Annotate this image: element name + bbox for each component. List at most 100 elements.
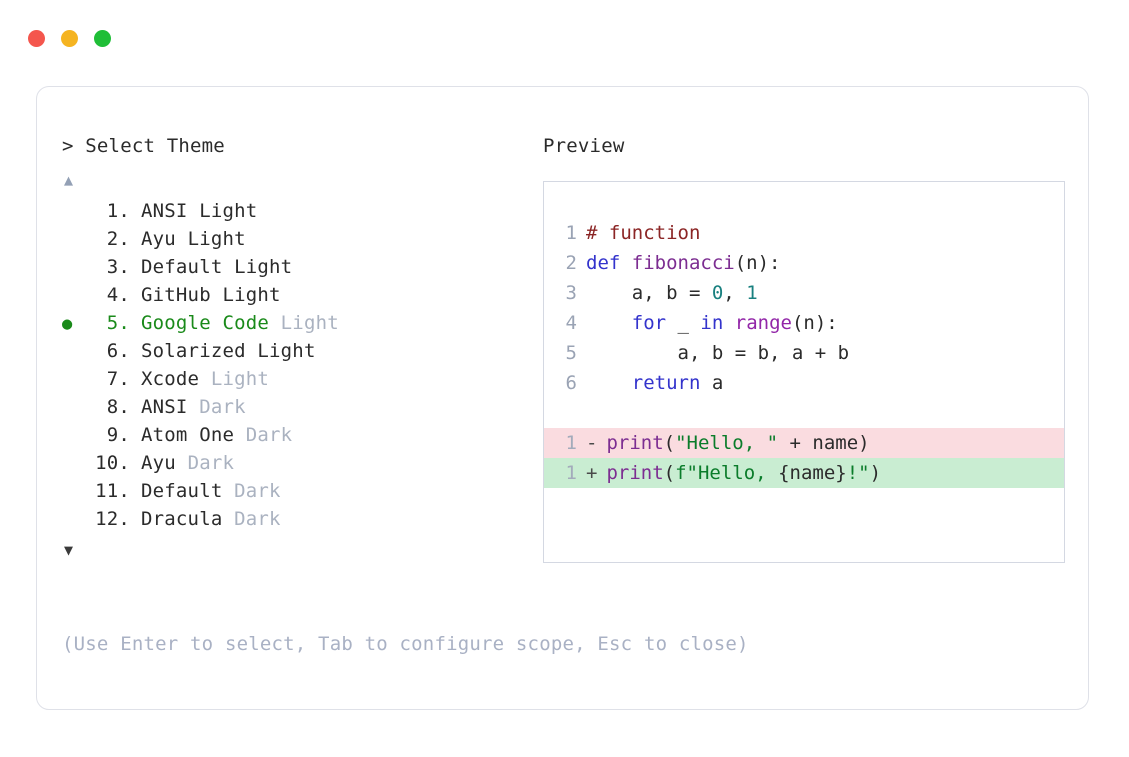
theme-list: 1. ANSI Light 2. Ayu Light 3. Default Light 4.… (62, 197, 532, 533)
code-token (586, 372, 632, 394)
theme-list-item[interactable]: ● 5. Google Code Light (62, 309, 532, 337)
code-token: 0 (711, 282, 724, 304)
theme-list-item[interactable]: 9. Atom One Dark (62, 421, 532, 449)
theme-selector-card: > Select Theme ▲ 1. ANSI Light 2. Ayu Light… (36, 86, 1089, 710)
theme-name: Default Dark (141, 480, 281, 502)
code-spacer (544, 398, 1064, 428)
code-line-text: return a (586, 368, 724, 398)
selected-bullet-icon: ● (62, 314, 73, 334)
theme-list-item[interactable]: 7. Xcode Light (62, 365, 532, 393)
theme-name: GitHub Light (141, 284, 281, 306)
code-token: ( (663, 432, 676, 454)
theme-index: 4. (106, 284, 130, 306)
theme-list-item[interactable]: 4. GitHub Light (62, 281, 532, 309)
diff-line-added: 1+print(f"Hello, {name}!") (544, 458, 1064, 488)
code-token: + name) (778, 432, 870, 454)
code-line-text: def fibonacci(n): (586, 248, 780, 278)
prompt-caret-icon: > (62, 135, 74, 157)
code-token: print (606, 432, 664, 454)
code-line: 1 # function (544, 218, 1064, 248)
code-token: a, b = (586, 282, 712, 304)
theme-variant: Dark (199, 396, 246, 418)
scroll-down-icon[interactable]: ▼ (64, 541, 74, 559)
diff-line-text: print(f"Hello, {name}!") (606, 458, 881, 488)
window-titlebar (28, 30, 111, 47)
code-token: ) (869, 462, 882, 484)
theme-list-item[interactable]: 8. ANSI Dark (62, 393, 532, 421)
theme-variant: Light (199, 200, 258, 222)
theme-variant: Dark (187, 452, 235, 474)
theme-index: 6. (106, 340, 130, 362)
code-token (723, 312, 734, 334)
code-token: {name} (778, 462, 847, 484)
preview-box: 1 # function 2 def fibonacci(n):3 a, b = 0,… (543, 181, 1065, 563)
code-token (586, 312, 632, 334)
theme-list-item[interactable]: 3. Default Light (62, 253, 532, 281)
page-title: Select Theme (85, 135, 225, 157)
theme-list-column: > Select Theme ▲ 1. ANSI Light 2. Ayu Light… (62, 133, 532, 561)
theme-list-item[interactable]: 10.Ayu Dark (62, 449, 532, 477)
code-token: "Hello, " (675, 432, 779, 454)
code-token: a (700, 372, 724, 394)
minimize-window-button[interactable] (61, 30, 78, 47)
code-line-text: # function (586, 218, 700, 248)
maximize-window-button[interactable] (94, 30, 111, 47)
line-number: 1 (565, 222, 577, 244)
theme-name: Default Light (141, 256, 293, 278)
theme-list-item[interactable]: 1. ANSI Light (62, 197, 532, 225)
theme-list-item[interactable]: 2. Ayu Light (62, 225, 532, 253)
theme-index: 1. (106, 200, 130, 222)
code-token: , (723, 282, 747, 304)
preview-label: Preview (543, 135, 625, 157)
theme-index: 8. (106, 396, 130, 418)
code-token: # function (586, 222, 701, 244)
code-line: 3 a, b = 0, 1 (544, 278, 1064, 308)
theme-variant: Dark (234, 480, 281, 502)
theme-list-item[interactable]: 12.Dracula Dark (62, 505, 532, 533)
code-token: f"Hello, (675, 462, 779, 484)
line-number: 4 (565, 312, 577, 334)
theme-variant: Light (222, 284, 281, 306)
scroll-up-icon[interactable]: ▲ (64, 171, 74, 189)
preview-column: Preview 1 # function 2 def fibonacci(n):3 a… (543, 133, 1065, 563)
theme-index: 5. (106, 312, 130, 334)
theme-name: ANSI Light (141, 200, 258, 222)
theme-variant: Dark (245, 424, 293, 446)
code-token: print (606, 462, 664, 484)
theme-name: Xcode Light (141, 368, 270, 390)
diff-sign: - (586, 432, 598, 454)
close-window-button[interactable] (28, 30, 45, 47)
theme-name: Ayu Dark (141, 452, 235, 474)
diff-line-removed: 1-print("Hello, " + name) (544, 428, 1064, 458)
code-line: 2 def fibonacci(n): (544, 248, 1064, 278)
theme-name: ANSI Dark (141, 396, 246, 418)
diff-line-text: print("Hello, " + name) (606, 428, 869, 458)
code-token: in (700, 312, 724, 334)
theme-name: Atom One Dark (141, 424, 293, 446)
theme-list-item[interactable]: 6.Solarized Light (62, 337, 532, 365)
card-columns: > Select Theme ▲ 1. ANSI Light 2. Ayu Light… (37, 87, 1088, 709)
theme-name: Ayu Light (141, 228, 246, 250)
code-token: (n): (734, 252, 781, 274)
theme-index: 7. (106, 368, 130, 390)
theme-variant: Light (210, 368, 270, 390)
theme-variant: Light (280, 312, 339, 334)
diff-sample: 1-print("Hello, " + name)1+print(f"Hello… (544, 428, 1064, 488)
theme-index: 11. (95, 480, 130, 502)
code-line-text: for _ in range(n): (586, 308, 838, 338)
diff-line-number: 1 (565, 432, 577, 454)
theme-index: 9. (106, 424, 130, 446)
theme-index: 3. (106, 256, 130, 278)
code-line-text: a, b = b, a + b (586, 338, 850, 368)
line-number: 5 (565, 342, 577, 364)
theme-index: 2. (106, 228, 130, 250)
theme-name: Google Code Light (141, 312, 339, 334)
code-token: for (631, 312, 667, 334)
code-token: fibonacci (631, 252, 735, 274)
code-sample: 1 # function 2 def fibonacci(n):3 a, b = 0,… (544, 218, 1064, 398)
line-number: 2 (565, 252, 577, 274)
code-line: 6 return a (544, 368, 1064, 398)
theme-list-item[interactable]: 11. Default Dark (62, 477, 532, 505)
line-number: 6 (565, 372, 577, 394)
